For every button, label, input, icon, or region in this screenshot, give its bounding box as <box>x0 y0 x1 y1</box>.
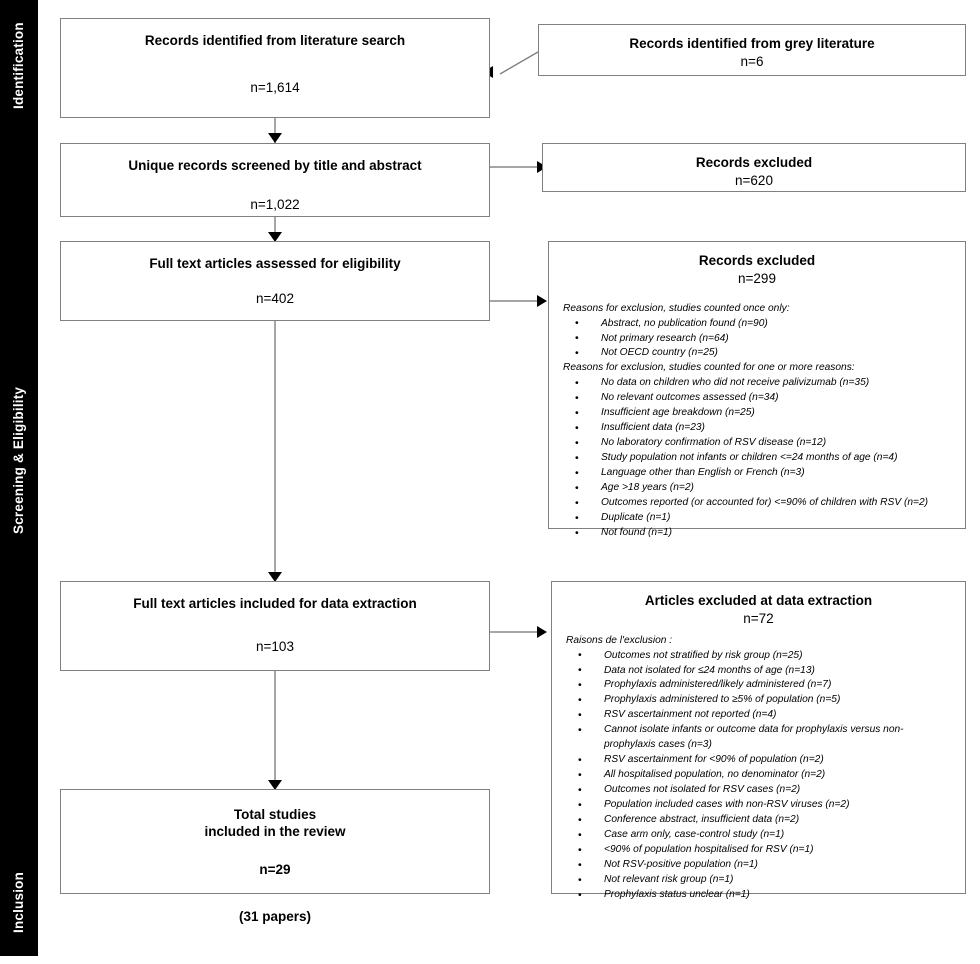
phase-label-screening-eligibility: Screening & Eligibility <box>11 386 26 534</box>
list-item: Prophylaxis administered to ≥5% of popul… <box>564 693 953 708</box>
list-item: No relevant outcomes assessed (n=34) <box>561 391 953 406</box>
list-item: Outcomes not isolated for RSV cases (n=2… <box>564 783 953 798</box>
list-item: <90% of population hospitalised for RSV … <box>564 843 953 858</box>
box-fulltext-data-extraction-count: n=103 <box>256 639 294 655</box>
exclusion-reasons-extraction: Raisons de l'exclusion : Outcomes not st… <box>564 634 953 904</box>
box-articles-excluded-extraction-title: Articles excluded at data extraction <box>644 593 873 608</box>
phase-label-inclusion: Inclusion <box>11 871 26 934</box>
connector-fulltext-to-excluded <box>490 300 542 302</box>
list-item: No data on children who did not receive … <box>561 376 953 391</box>
box-articles-excluded-extraction-count: n=72 <box>743 611 774 627</box>
phase-label-identification: Identification <box>11 22 26 110</box>
arrowhead-identified-to-screened <box>268 133 282 143</box>
list-item: Age >18 years (n=2) <box>561 481 953 496</box>
list-item: RSV ascertainment for <90% of population… <box>564 753 953 768</box>
list-item: Not OECD country (n=25) <box>561 346 953 361</box>
box-records-excluded-screening-title: Records excluded <box>695 155 813 170</box>
list-item: Conference abstract, insufficient data (… <box>564 813 953 828</box>
connector-screened-to-fulltext <box>274 217 276 243</box>
reasons-heading-extraction: Raisons de l'exclusion : <box>566 634 673 646</box>
box-total-included-count-line2: (31 papers) <box>238 908 312 924</box>
connector-fulltext-to-extraction <box>274 321 276 573</box>
box-grey-literature-count: n=6 <box>740 54 764 70</box>
reasons-list-counted-once: Abstract, no publication found (n=90) No… <box>561 316 953 362</box>
box-articles-excluded-extraction: Articles excluded at data extraction n=7… <box>551 581 966 903</box>
box-grey-literature-title: Records identified from grey literature <box>629 36 875 51</box>
connector-extraction-to-total <box>274 671 276 781</box>
box-records-screened-count: n=1,022 <box>250 197 300 213</box>
list-item: Not relevant risk group (n=1) <box>564 873 953 888</box>
box-records-screened: Unique records screened by title and abs… <box>60 143 490 217</box>
list-item: Cannot isolate infants or outcome data f… <box>564 723 953 753</box>
list-item: Not found (n=1) <box>561 526 953 541</box>
box-fulltext-assessed-title: Full text articles assessed for eligibil… <box>149 256 401 271</box>
list-item: Case arm only, case-control study (n=1) <box>564 828 953 843</box>
box-records-excluded-screening-count: n=620 <box>735 173 773 189</box>
list-item: All hospitalised population, no denomina… <box>564 768 953 783</box>
box-records-excluded-eligibility-title: Records excluded <box>698 253 816 268</box>
box-grey-literature: Records identified from grey literature … <box>538 24 966 76</box>
list-item: Outcomes not stratified by risk group (n… <box>564 648 953 664</box>
box-fulltext-assessed: Full text articles assessed for eligibil… <box>60 241 490 321</box>
list-item: RSV ascertainment not reported (n=4) <box>564 708 953 723</box>
list-item: Not primary research (n=64) <box>561 331 953 347</box>
connector-identified-to-screened <box>274 118 276 144</box>
list-item: Duplicate (n=1) <box>561 511 953 526</box>
list-item: Abstract, no publication found (n=90) <box>561 316 953 332</box>
box-records-identified-title: Records identified from literature searc… <box>144 33 406 48</box>
reasons-list-extraction: Outcomes not stratified by risk group (n… <box>564 648 953 904</box>
list-item: No laboratory confirmation of RSV diseas… <box>561 436 953 451</box>
exclusion-reasons-eligibility: Reasons for exclusion, studies counted o… <box>561 302 953 542</box>
box-records-excluded-eligibility-count: n=299 <box>738 271 776 287</box>
arrowhead-screened-to-fulltext <box>268 232 282 242</box>
arrowhead-extraction-to-total <box>268 780 282 790</box>
box-fulltext-assessed-count: n=402 <box>256 291 294 307</box>
box-records-screened-title: Unique records screened by title and abs… <box>128 158 422 173</box>
list-item: Language other than English or French (n… <box>561 466 953 481</box>
list-item: Not RSV-positive population (n=1) <box>564 858 953 873</box>
box-total-included-count-line1: n=29 <box>259 861 291 877</box>
box-records-identified-count: n=1,614 <box>250 80 300 96</box>
list-item: Insufficient data (n=23) <box>561 421 953 436</box>
box-records-excluded-screening: Records excluded n=620 <box>542 143 966 192</box>
reasons-heading-counted-multiple: Reasons for exclusion, studies counted f… <box>563 362 855 374</box>
list-item: Prophylaxis administered/likely administ… <box>564 678 953 693</box>
box-records-excluded-eligibility: Records excluded n=299 Reasons for exclu… <box>548 241 966 541</box>
list-item: Insufficient age breakdown (n=25) <box>561 406 953 421</box>
list-item: Data not isolated for ≤24 months of age … <box>564 663 953 679</box>
list-item: Prophylaxis status unclear (n=1) <box>564 888 953 903</box>
list-item: Population included cases with non-RSV v… <box>564 798 953 813</box>
list-item: Outcomes reported (or accounted for) <=9… <box>561 496 953 511</box>
arrowhead-fulltext-to-excluded <box>537 295 547 307</box>
connector-extraction-to-excluded <box>490 631 542 633</box>
box-total-included-title-line2: included in the review <box>204 824 346 840</box>
reasons-heading-counted-once: Reasons for exclusion, studies counted o… <box>563 302 790 314</box>
arrowhead-extraction-to-excluded <box>537 626 547 638</box>
box-records-identified: Records identified from literature searc… <box>60 18 490 118</box>
box-total-included-title-line1: Total studies <box>233 807 317 822</box>
box-fulltext-data-extraction-title: Full text articles included for data ext… <box>133 596 417 611</box>
arrowhead-fulltext-to-extraction <box>268 572 282 582</box>
box-fulltext-data-extraction: Full text articles included for data ext… <box>60 581 490 671</box>
reasons-list-counted-multiple: No data on children who did not receive … <box>561 376 953 541</box>
phase-rail <box>0 0 38 956</box>
list-item: Study population not infants or children… <box>561 451 953 466</box>
box-total-included: Total studies included in the review n=2… <box>60 789 490 924</box>
connector-screened-to-excluded <box>490 166 542 168</box>
